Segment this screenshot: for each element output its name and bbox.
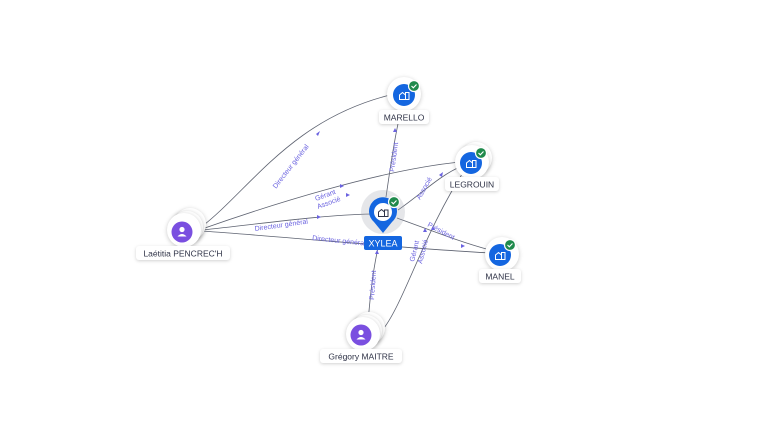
edges: Directeur général Gérant Associé Directe… [199, 94, 491, 329]
check-icon [391, 200, 397, 205]
edge-arrow [340, 184, 344, 188]
building-icon [495, 251, 506, 260]
node-label-bg [445, 177, 499, 191]
check-icon [411, 84, 417, 89]
building-icon [399, 91, 410, 100]
building-icon [378, 208, 389, 217]
node-gregory[interactable]: Grégory MAITRE [320, 312, 402, 363]
node-legrouin[interactable]: LEGROUIN [445, 142, 499, 191]
node-label-bg [379, 110, 429, 124]
node-label: Grégory MAITRE [328, 352, 394, 362]
check-icon [478, 151, 484, 156]
node-xylea[interactable]: XYLEA [361, 190, 405, 250]
node-label: MARELLO [384, 113, 425, 123]
edge-label-xylea-marello: Président [389, 142, 400, 172]
center-label: XYLEA [368, 239, 397, 249]
center-label-bg [364, 236, 402, 250]
node-label: MANEL [485, 272, 515, 282]
edge-arrow [317, 215, 321, 219]
edge-arrow [423, 228, 427, 232]
person-icon [356, 329, 366, 340]
edge-arrow [375, 250, 379, 254]
node-marello[interactable]: MARELLO [379, 77, 429, 124]
person-icon [177, 226, 187, 237]
check-icon [507, 243, 513, 248]
edge-arrow [439, 172, 443, 177]
edge-arrow [346, 193, 350, 197]
node-core [489, 244, 511, 266]
edge-label-laetitia-manel: Directeur général [312, 235, 367, 248]
verified-badge [503, 238, 517, 252]
edge-arrow [431, 226, 435, 230]
edge-arrow [316, 131, 320, 136]
verified-badge [407, 79, 421, 93]
node-label-bg [136, 246, 230, 260]
edge-arrow [461, 244, 465, 248]
edge-label-gregory-legrouin: Gérant [409, 240, 421, 263]
building-icon [466, 159, 477, 168]
node-label-bg [479, 269, 521, 283]
verified-badge [387, 195, 401, 209]
edge-xylea-legrouin[interactable] [397, 165, 463, 211]
edge-laetitia-manel[interactable] [201, 230, 491, 254]
node-core [460, 152, 482, 174]
node-label: LEGROUIN [450, 180, 494, 190]
edge-label-laetitia-marello: Directeur général [272, 143, 311, 190]
edge-arrow [393, 128, 397, 132]
edge-laetitia-legrouin[interactable] [201, 161, 461, 230]
node-label: Laétitia PENCREC'H [143, 249, 222, 259]
node-label-bg [320, 349, 402, 363]
verified-badge [474, 146, 488, 160]
node-laetitia[interactable]: Laétitia PENCREC'H [136, 208, 230, 260]
edge-laetitia-marello[interactable] [199, 94, 391, 229]
edge-xylea-manel[interactable] [396, 217, 491, 251]
edge-label-xylea-legrouin: Associé [416, 176, 434, 201]
edge-label-gregory-xylea: Président [369, 270, 378, 300]
node-manel[interactable]: MANEL [479, 237, 521, 283]
edge-laetitia-xylea[interactable] [201, 213, 373, 231]
